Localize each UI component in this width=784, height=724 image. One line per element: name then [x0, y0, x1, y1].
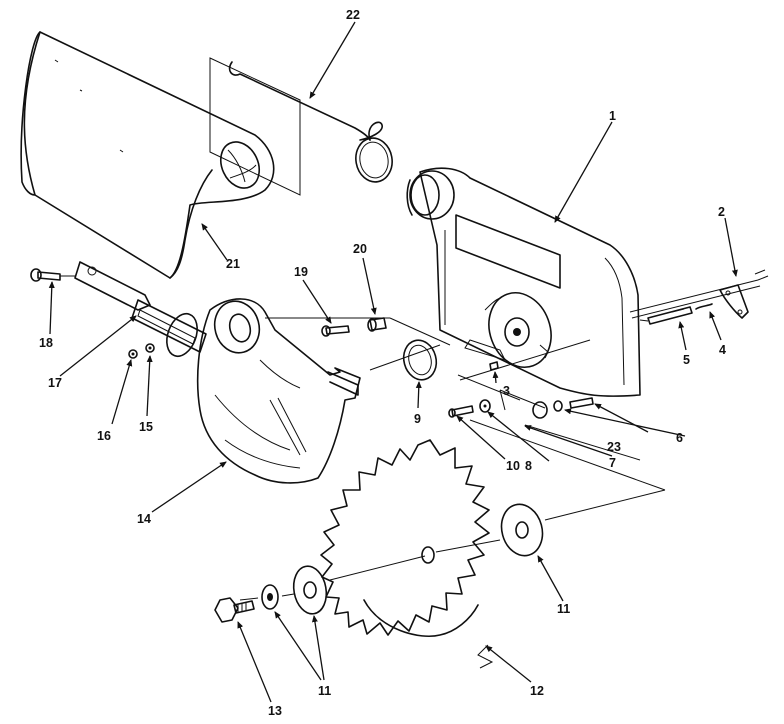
label-8: 8 — [525, 459, 532, 473]
label-19: 19 — [294, 265, 308, 279]
part-labels: 22 1 2 21 20 19 18 17 16 15 14 9 3 5 4 6… — [39, 8, 726, 718]
spring-wire — [209, 57, 393, 196]
bracket-hardware — [30, 261, 207, 359]
label-15: 15 — [139, 420, 153, 434]
label-11-left: 11 — [318, 684, 331, 698]
label-12: 12 — [530, 684, 544, 698]
label-7: 7 — [609, 456, 616, 470]
label-11-right: 11 — [557, 602, 570, 616]
label-20: 20 — [353, 242, 367, 256]
label-13: 13 — [268, 704, 282, 718]
label-9: 9 — [414, 412, 421, 426]
label-6: 6 — [676, 431, 683, 445]
right-small-parts — [629, 269, 769, 325]
label-10: 10 — [506, 459, 520, 473]
upper-guard-cover — [20, 31, 275, 279]
lower-right-hardware — [448, 374, 666, 491]
label-16: 16 — [97, 429, 111, 443]
washers — [239, 489, 666, 615]
saw-blade — [320, 439, 494, 669]
label-21: 21 — [226, 257, 240, 271]
label-2: 2 — [718, 205, 725, 219]
lower-blade-guard — [196, 298, 361, 484]
center-hardware — [265, 317, 591, 381]
label-3: 3 — [503, 384, 510, 398]
label-5: 5 — [683, 353, 690, 367]
label-14: 14 — [137, 512, 151, 526]
main-guard-housing — [406, 167, 641, 397]
label-23: 23 — [607, 440, 621, 454]
arbor-bolt — [214, 597, 255, 623]
label-18: 18 — [39, 336, 53, 350]
leader-lines — [48, 21, 738, 703]
label-4: 4 — [719, 343, 726, 357]
label-17: 17 — [48, 376, 62, 390]
label-1: 1 — [609, 109, 616, 123]
label-22: 22 — [346, 8, 360, 22]
